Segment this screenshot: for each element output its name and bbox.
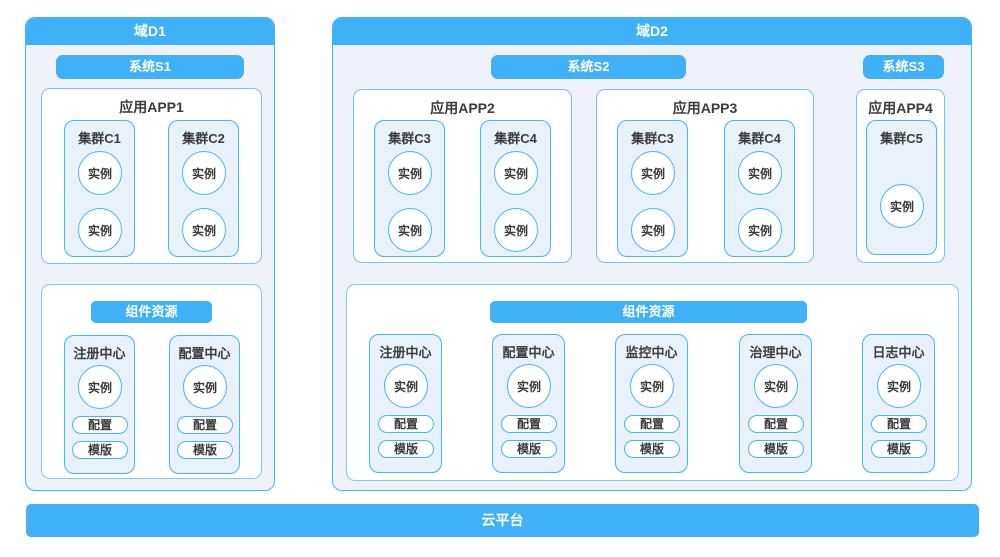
- center-monitor: 监控中心 实例 配置 模版: [615, 334, 688, 473]
- center-registry: 注册中心 实例 配置 模版: [369, 334, 442, 473]
- instance-circle: 实例: [78, 151, 122, 195]
- cluster-c2: 集群C2 实例 实例: [168, 120, 239, 257]
- config-badge: 配置: [72, 416, 128, 434]
- instance-circle: 实例: [182, 151, 226, 195]
- domain-d2-header: 域D2: [333, 18, 971, 45]
- config-badge: 配置: [177, 416, 233, 434]
- domain-d2: 域D2 系统S2 系统S3 应用APP2 集群C3 实例 实例 集群C4 实例 …: [332, 17, 972, 491]
- component-resources-d1: 组件资源 注册中心 实例 配置 模版 配置中心 实例 配置 模版: [41, 284, 262, 479]
- cluster-c4: 集群C4 实例 实例: [480, 120, 551, 257]
- config-badge: 配置: [378, 415, 434, 433]
- instance-circle: 实例: [738, 151, 782, 195]
- instance-circle: 实例: [388, 208, 432, 252]
- center-title: 配置中心: [178, 346, 231, 361]
- system-s2-pill: 系统S2: [491, 55, 686, 79]
- config-badge: 配置: [624, 415, 680, 433]
- app-box-app2: 应用APP2 集群C3 实例 实例 集群C4 实例 实例: [353, 89, 572, 263]
- app-title: 应用APP2: [430, 100, 495, 116]
- instance-circle: 实例: [877, 364, 921, 408]
- app-title: 应用APP3: [672, 100, 738, 116]
- center-title: 注册中心: [379, 345, 432, 360]
- app-box-app3: 应用APP3 集群C3 实例 实例 集群C4 实例 实例: [596, 89, 814, 263]
- app-box-app1: 应用APP1 集群C1 实例 实例 集群C2 实例 实例: [41, 88, 262, 264]
- instance-circle: 实例: [78, 365, 122, 409]
- template-badge: 模版: [72, 441, 128, 459]
- cloud-platform-bar: 云平台: [26, 504, 979, 537]
- center-log: 日志中心 实例 配置 模版: [862, 334, 935, 473]
- config-badge: 配置: [748, 415, 804, 433]
- instance-circle: 实例: [630, 364, 674, 408]
- instance-circle: 实例: [738, 208, 782, 252]
- instance-circle: 实例: [78, 208, 122, 252]
- cluster-c3: 集群C3 实例 实例: [374, 120, 445, 257]
- cluster-title: 集群C4: [738, 131, 781, 146]
- app-box-app4: 应用APP4 集群C5 实例: [856, 89, 945, 263]
- cluster-title: 集群C2: [182, 131, 225, 146]
- cluster-title: 集群C4: [494, 131, 537, 146]
- template-badge: 模版: [624, 440, 680, 458]
- instance-circle: 实例: [880, 184, 924, 228]
- instance-circle: 实例: [384, 364, 428, 408]
- template-badge: 模版: [501, 440, 557, 458]
- instance-circle: 实例: [754, 364, 798, 408]
- instance-circle: 实例: [494, 151, 538, 195]
- domain-d1: 域D1 系统S1 应用APP1 集群C1 实例 实例 集群C2 实例 实例 组件…: [25, 17, 275, 491]
- cluster-title: 集群C3: [631, 131, 674, 146]
- template-badge: 模版: [177, 441, 233, 459]
- center-title: 注册中心: [73, 346, 126, 361]
- component-resources-d2: 组件资源 注册中心 实例 配置 模版 配置中心 实例 配置 模版 监控中心 实例…: [346, 284, 959, 481]
- center-registry: 注册中心 实例 配置 模版: [64, 335, 135, 474]
- app-title: 应用APP1: [119, 99, 184, 115]
- cluster-title: 集群C5: [880, 131, 923, 146]
- instance-circle: 实例: [631, 151, 675, 195]
- cluster-c4: 集群C4 实例 实例: [724, 120, 795, 257]
- template-badge: 模版: [378, 440, 434, 458]
- instance-circle: 实例: [494, 208, 538, 252]
- instance-circle: 实例: [388, 151, 432, 195]
- domain-d1-header: 域D1: [26, 18, 274, 45]
- center-title: 监控中心: [625, 345, 678, 360]
- system-s1-pill: 系统S1: [56, 55, 244, 79]
- center-title: 配置中心: [502, 345, 555, 360]
- cluster-c3: 集群C3 实例 实例: [617, 120, 688, 257]
- center-governance: 治理中心 实例 配置 模版: [739, 334, 812, 473]
- system-s3-pill: 系统S3: [863, 55, 944, 79]
- center-config: 配置中心 实例 配置 模版: [169, 335, 240, 474]
- component-resources-pill: 组件资源: [91, 301, 212, 323]
- center-title: 治理中心: [749, 345, 802, 360]
- cluster-title: 集群C3: [388, 131, 431, 146]
- app-title: 应用APP4: [868, 100, 933, 116]
- cluster-c5: 集群C5 实例: [866, 120, 937, 255]
- instance-circle: 实例: [183, 365, 227, 409]
- instance-circle: 实例: [182, 208, 226, 252]
- template-badge: 模版: [871, 440, 927, 458]
- cluster-title: 集群C1: [78, 131, 121, 146]
- cluster-c1: 集群C1 实例 实例: [64, 120, 135, 257]
- center-config: 配置中心 实例 配置 模版: [492, 334, 565, 473]
- config-badge: 配置: [501, 415, 557, 433]
- config-badge: 配置: [871, 415, 927, 433]
- center-title: 日志中心: [872, 345, 925, 360]
- component-resources-pill: 组件资源: [490, 301, 807, 323]
- instance-circle: 实例: [631, 208, 675, 252]
- template-badge: 模版: [748, 440, 804, 458]
- instance-circle: 实例: [507, 364, 551, 408]
